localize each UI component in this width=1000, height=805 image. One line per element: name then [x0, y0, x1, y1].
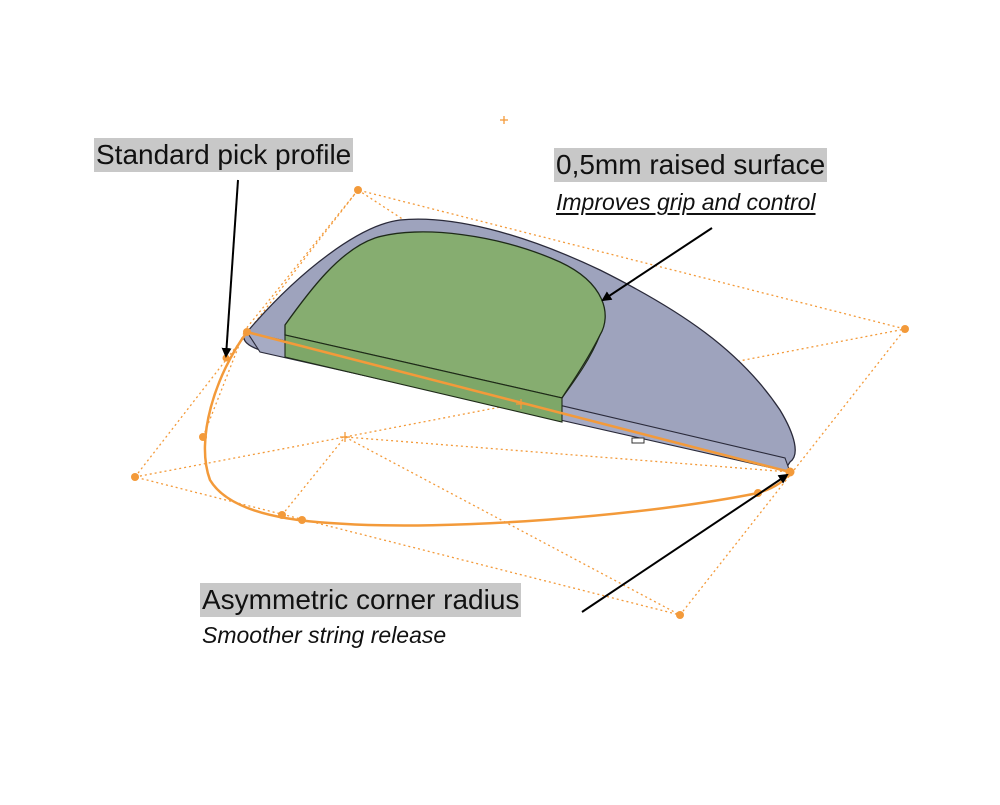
- arrow-corner-radius: [581, 473, 789, 613]
- label-standard-profile: Standard pick profile: [94, 138, 354, 172]
- label-raised-surface: 0,5mm raised surface: [554, 148, 828, 182]
- edge-detail: [631, 437, 645, 444]
- sublabel-raised-surface: Improves grip and control: [556, 189, 816, 215]
- plus-markers: [340, 116, 526, 442]
- sketch-points: [131, 186, 909, 619]
- arrow-standard-profile: [221, 179, 239, 358]
- label-corner-radius: Asymmetric corner radius: [200, 583, 522, 617]
- annotation-arrows: [221, 179, 789, 613]
- arrow-raised-surface: [601, 227, 713, 302]
- sublabel-corner-radius: Smoother string release: [202, 622, 447, 648]
